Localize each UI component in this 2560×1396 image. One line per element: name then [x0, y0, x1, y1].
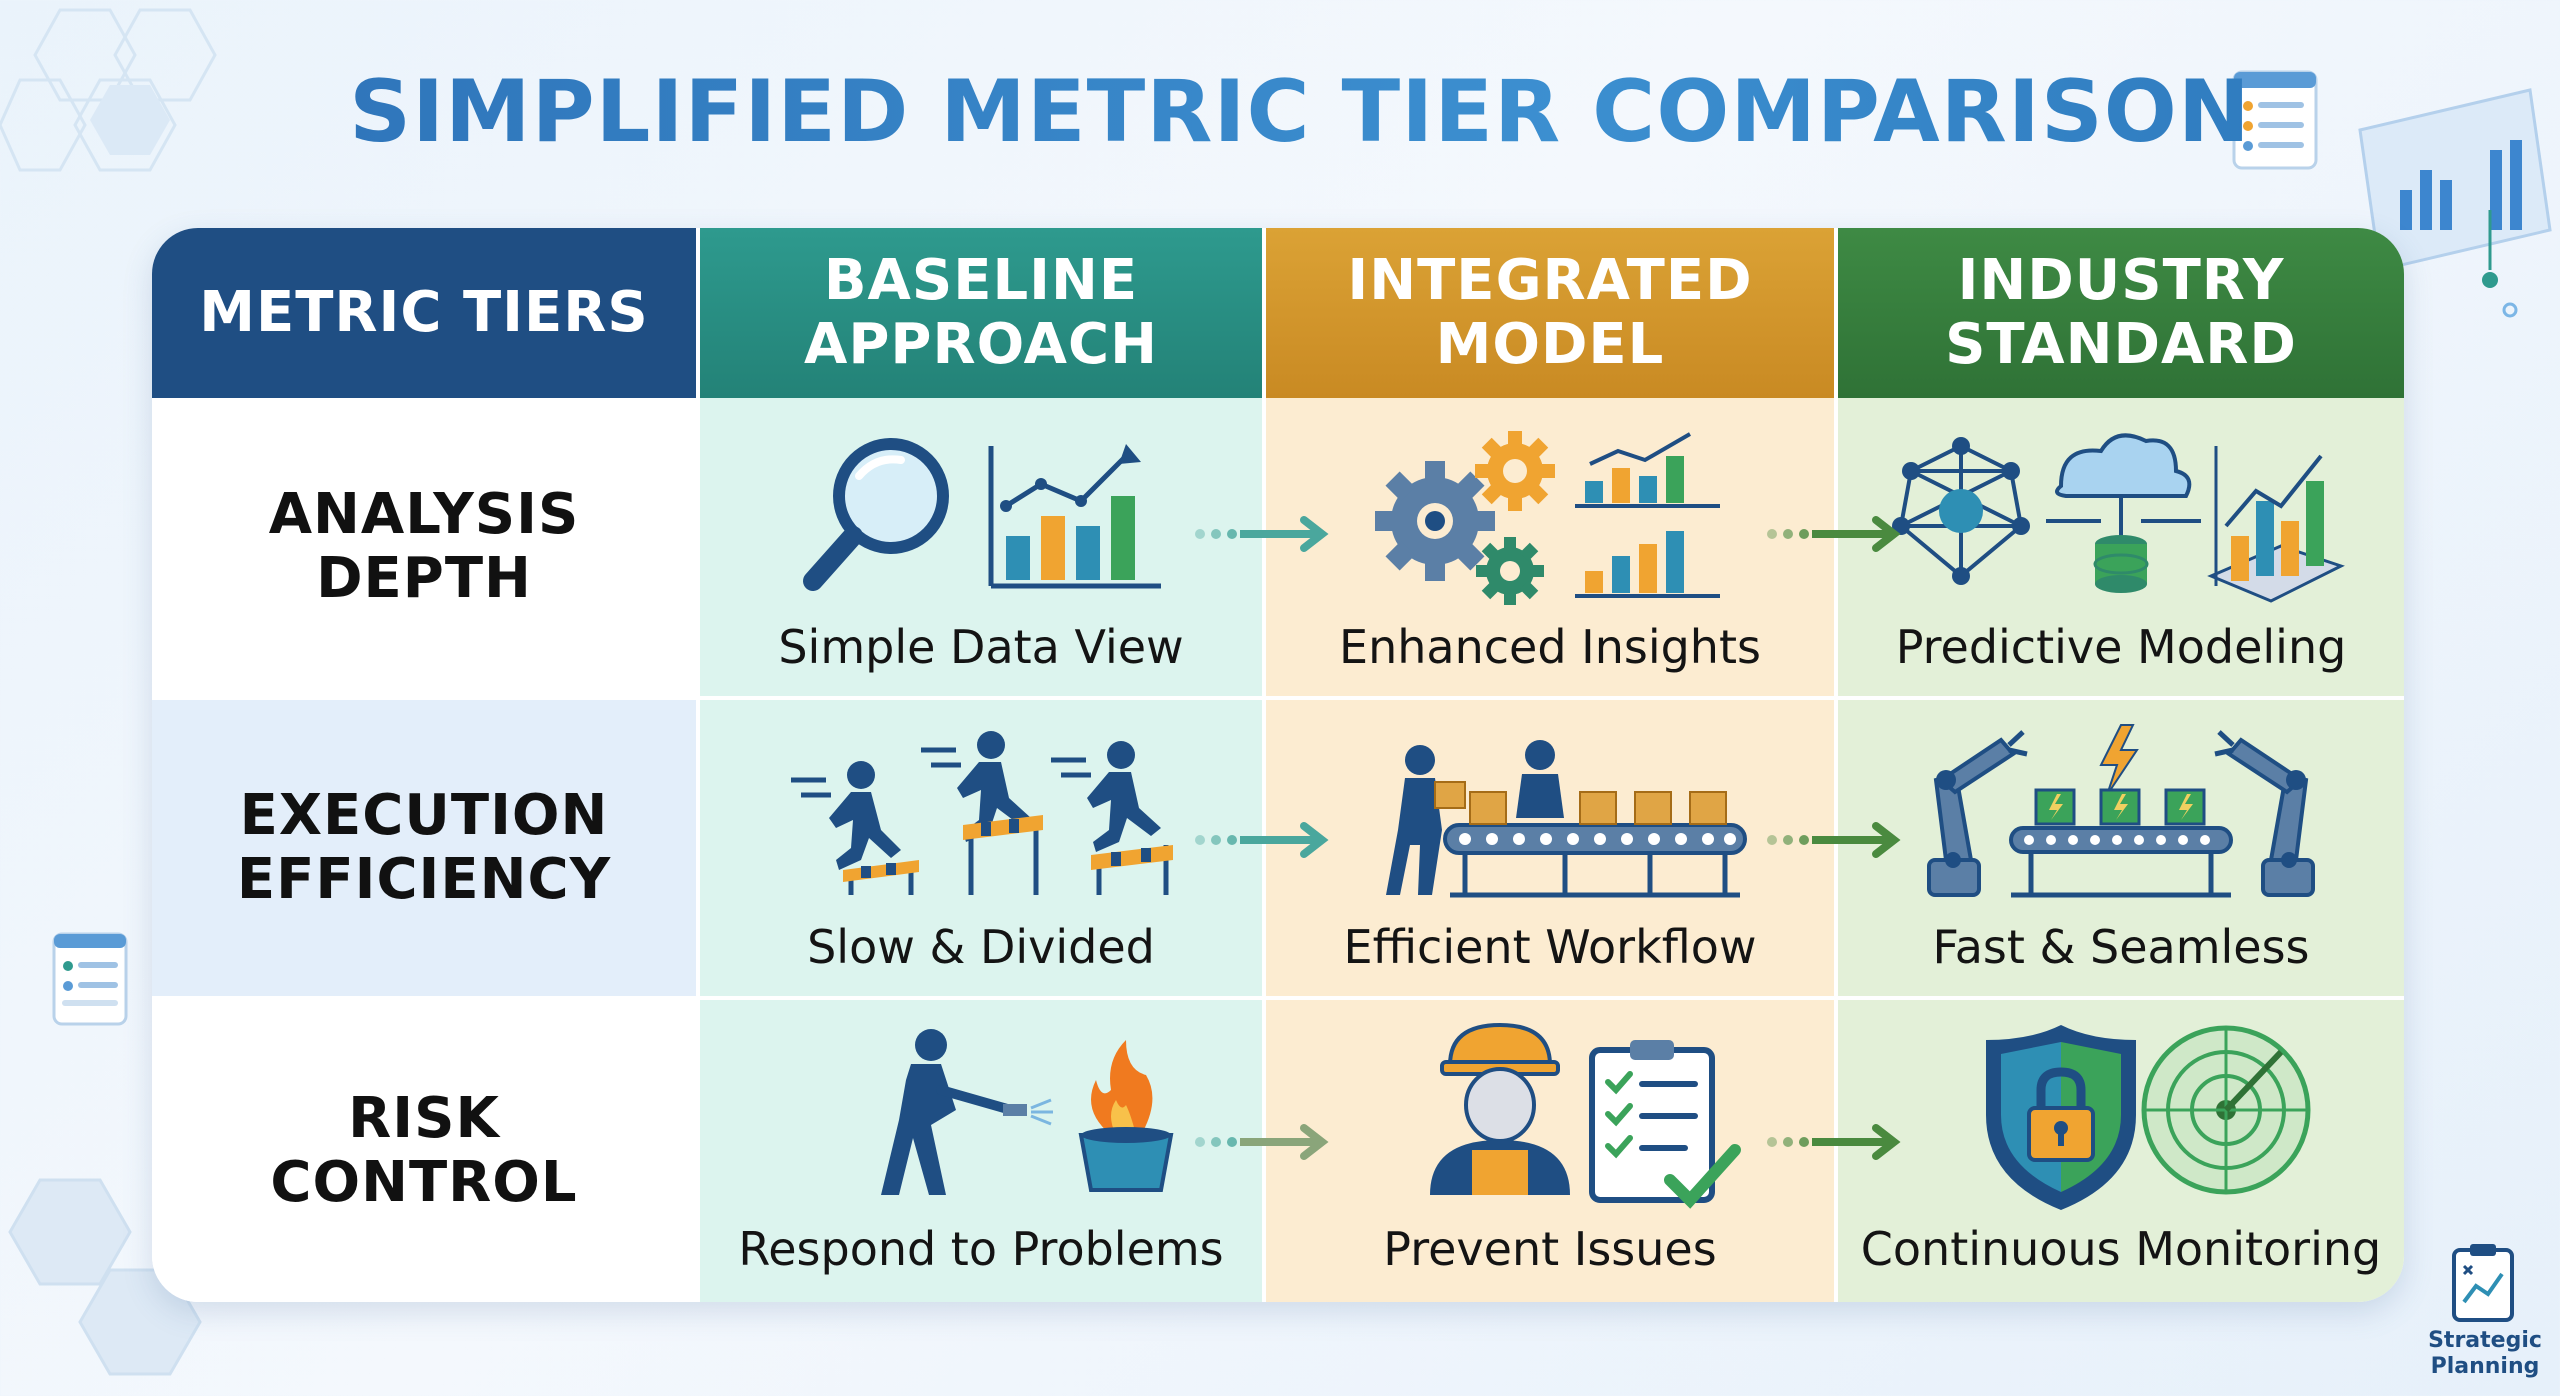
bar-chart-panel-icon: [2358, 88, 2552, 318]
header-metric-tiers: METRIC TIERS: [152, 228, 696, 398]
arrow-right-icon: [1195, 1124, 1329, 1160]
cell-execution-baseline: Slow & Divided: [700, 700, 1262, 996]
cell-risk-integrated: Prevent Issues: [1266, 1000, 1834, 1302]
robotic-arms-icon: [1838, 720, 2404, 930]
caption-fast-seamless: Fast & Seamless: [1932, 920, 2310, 974]
caption-prevent-issues: Prevent Issues: [1383, 1222, 1717, 1276]
row-label-analysis-depth: ANALYSIS DEPTH: [268, 482, 580, 611]
header-integrated-model: INTEGRATED MODEL: [1266, 228, 1834, 398]
extinguisher-fire-icon: [700, 1020, 1262, 1230]
caption-simple-data-view: Simple Data View: [778, 620, 1184, 674]
worker-checklist-icon: [1266, 1020, 1834, 1230]
conveyor-workers-icon: [1266, 720, 1834, 930]
strategic-planning-label: Strategic Planning: [2428, 1328, 2542, 1379]
cell-analysis-baseline: Simple Data View: [700, 398, 1262, 696]
runners-hurdles-icon: [700, 720, 1262, 930]
cell-risk-industry: Continuous Monitoring: [1838, 1000, 2404, 1302]
caption-slow-divided: Slow & Divided: [807, 920, 1155, 974]
shield-radar-icon: [1838, 1020, 2404, 1230]
clipboard-strategy-icon: [2452, 1244, 2514, 1322]
cell-risk-baseline: Respond to Problems: [700, 1000, 1262, 1302]
row-separator: [152, 696, 2404, 700]
row-separator: [152, 996, 2404, 1000]
magnifier-chart-icon: [700, 426, 1262, 636]
arrow-right-icon: [1767, 1124, 1901, 1160]
arrow-right-icon: [1767, 516, 1901, 552]
row-label-execution-efficiency: EXECUTION EFFICIENCY: [236, 783, 612, 912]
side-panel-icon: [52, 932, 128, 1026]
arrow-right-icon: [1195, 516, 1329, 552]
arrow-right-icon: [1767, 822, 1901, 858]
cell-analysis-industry: Predictive Modeling: [1838, 398, 2404, 696]
cell-execution-integrated: Efficient Workflow: [1266, 700, 1834, 996]
cell-execution-industry: Fast & Seamless: [1838, 700, 2404, 996]
network-cloud-chart-icon: [1838, 426, 2404, 636]
caption-enhanced-insights: Enhanced Insights: [1339, 620, 1761, 674]
cell-analysis-integrated: Enhanced Insights: [1266, 398, 1834, 696]
caption-respond-to-problems: Respond to Problems: [738, 1222, 1224, 1276]
row-label-risk-control: RISK CONTROL: [270, 1086, 578, 1215]
comparison-table: METRIC TIERS BASELINE APPROACH INTEGRATE…: [152, 228, 2404, 1302]
header-baseline-approach: BASELINE APPROACH: [700, 228, 1262, 398]
caption-efficient-workflow: Efficient Workflow: [1343, 920, 1757, 974]
caption-continuous-monitoring: Continuous Monitoring: [1860, 1222, 2382, 1276]
page-title: SIMPLIFIED METRIC TIER COMPARISON: [0, 62, 2560, 162]
header-industry-standard: INDUSTRY STANDARD: [1838, 228, 2404, 398]
arrow-right-icon: [1195, 822, 1329, 858]
dashboard-window-icon: [2232, 70, 2318, 170]
caption-predictive-modeling: Predictive Modeling: [1895, 620, 2347, 674]
gears-chart-icon: [1266, 426, 1834, 636]
background-hexagons: [0, 8, 217, 172]
